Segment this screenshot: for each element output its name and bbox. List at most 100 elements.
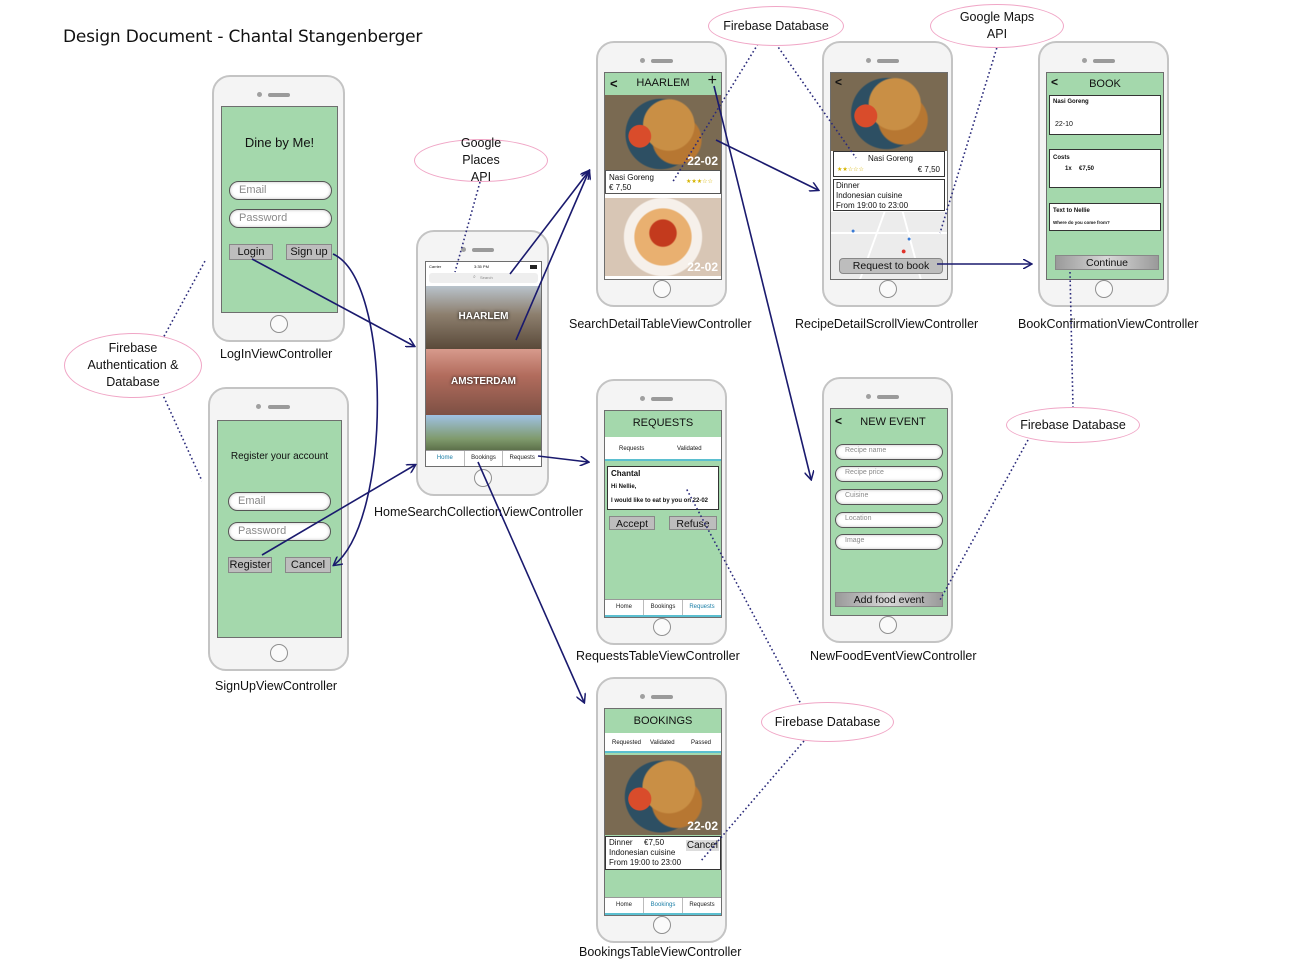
add-food-event-button[interactable]: Add food event	[835, 592, 943, 607]
new-event-screen: < NEW EVENT Recipe name Recipe price Cui…	[830, 408, 948, 616]
home-button-icon	[473, 469, 492, 487]
back-icon[interactable]: <	[835, 75, 843, 89]
home-button-icon	[269, 315, 288, 333]
dish-row[interactable]: Nasi Goreng € 7,50 ★★★☆☆	[605, 170, 721, 194]
tab-bookings[interactable]: Bookings	[644, 898, 683, 915]
password-field[interactable]: Password	[229, 209, 332, 228]
message-box[interactable]: Text to Nellie Where do you come from?	[1049, 203, 1161, 231]
email-field[interactable]: Email	[229, 181, 332, 200]
firebase-db-bottom-bubble: Firebase Database	[761, 702, 894, 742]
new-event-phone: < NEW EVENT Recipe name Recipe price Cui…	[822, 377, 953, 643]
city-card-amsterdam[interactable]: AMSTERDAM	[426, 349, 541, 415]
signup-password-field[interactable]: Password	[228, 522, 331, 541]
map-pin-icon: ●	[907, 236, 912, 243]
cuisine: Indonesian cuisine	[836, 191, 903, 200]
battery-icon	[530, 265, 537, 269]
tab-home[interactable]: Home	[605, 600, 644, 617]
food-image: 22-02	[605, 95, 721, 170]
home-button-icon	[652, 916, 671, 934]
location-field[interactable]: Location	[835, 512, 943, 528]
segment-validated[interactable]: Validated	[650, 740, 675, 746]
dish-name: Nasi Goreng	[609, 173, 654, 182]
login-controller-label: LogInViewController	[220, 347, 333, 361]
login-button[interactable]: Login	[229, 244, 273, 260]
continue-button[interactable]: Continue	[1055, 255, 1159, 270]
back-icon[interactable]: <	[1051, 75, 1059, 89]
home-button-icon	[652, 618, 671, 636]
recipe-price-field[interactable]: Recipe price	[835, 466, 943, 482]
booking-info: Dinner €7,50 Indonesian cuisine From 19:…	[605, 836, 721, 870]
home-button-icon	[878, 280, 897, 298]
book-phone: < BOOK Nasi Goreng 22-10 Costs 1x €7,50 …	[1038, 41, 1169, 307]
meal-type: Dinner	[836, 181, 860, 190]
segment-requested[interactable]: Requested	[612, 740, 642, 746]
food-image: <	[831, 73, 947, 151]
nav-title: HAARLEM	[636, 77, 690, 89]
segment-requests[interactable]: Requests	[619, 446, 645, 452]
city-card-haarlem[interactable]: HAARLEM	[426, 286, 541, 349]
dish-name: Nasi Goreng	[868, 154, 913, 163]
message-label: Text to Nellie	[1053, 208, 1090, 214]
link-firebase-auth-signup	[161, 392, 203, 482]
signup-button[interactable]: Sign up	[286, 244, 332, 260]
home-button-icon	[652, 280, 671, 298]
search-detail-phone: < HAARLEM + 22-02 Nasi Goreng € 7,50 ★★★…	[596, 41, 727, 307]
segment-validated[interactable]: Validated	[677, 446, 702, 452]
dish-box: Nasi Goreng ★★☆☆☆ € 7,50	[833, 151, 945, 177]
map-pin-icon: ●	[851, 228, 856, 235]
link-firebase-auth-login	[161, 260, 206, 341]
cancel-button[interactable]: Cancel	[285, 557, 331, 573]
meal-type: Dinner	[609, 838, 633, 847]
arrow-dish-to-recipe	[715, 139, 818, 190]
tab-home[interactable]: Home	[605, 898, 644, 915]
request-to-book-button[interactable]: Request to book	[839, 258, 943, 274]
sender-name: Chantal	[611, 469, 641, 478]
search-icon: ⌕	[473, 274, 476, 280]
segment-control: Requests Validated	[605, 437, 721, 461]
recipe-detail-controller-label: RecipeDetailScrollViewController	[795, 317, 979, 331]
tab-home[interactable]: Home	[426, 451, 465, 466]
tab-bookings[interactable]: Bookings	[465, 451, 504, 466]
request-card: Chantal Hi Nellie, I would like to eat b…	[607, 466, 719, 510]
city-card-third[interactable]	[426, 415, 541, 455]
segment-passed[interactable]: Passed	[691, 740, 712, 746]
signup-controller-label: SignUpViewController	[215, 679, 338, 693]
city-name: AMSTERDAM	[451, 376, 516, 387]
signup-phone: Register your account Email Password Reg…	[208, 387, 349, 671]
home-controller-label: HomeSearchCollectionViewController	[374, 505, 583, 519]
back-icon[interactable]: <	[610, 76, 618, 91]
book-controller-label: BookConfirmationViewController	[1018, 317, 1199, 331]
booking-cancel-button[interactable]: Cancel	[685, 840, 719, 851]
nav-title: REQUESTS	[632, 417, 694, 429]
arrow-add-to-new-event	[713, 85, 811, 479]
refuse-button[interactable]: Refuse	[669, 516, 717, 530]
date-label: 22-02	[687, 819, 718, 833]
login-phone: Dine by Me! Email Password Login Sign up	[212, 75, 345, 342]
search-bar[interactable]: ⌕ Search	[429, 273, 538, 283]
add-icon[interactable]: +	[707, 72, 717, 89]
recipe-name-field[interactable]: Recipe name	[835, 444, 943, 460]
back-icon[interactable]: <	[835, 414, 843, 428]
greeting: Hi Nellie,	[611, 484, 637, 490]
register-button[interactable]: Register	[228, 557, 272, 573]
tab-requests[interactable]: Requests	[509, 455, 535, 461]
login-screen: Dine by Me! Email Password Login Sign up	[221, 106, 338, 313]
tab-bar: Home Bookings Requests	[605, 897, 721, 915]
image-field[interactable]: Image	[835, 534, 943, 550]
segment-control: Requested Validated Passed	[605, 733, 721, 753]
message-placeholder: Where do you come from?	[1053, 220, 1110, 225]
accept-button[interactable]: Accept	[609, 516, 655, 530]
home-phone: Carrier 3:35 PM ⌕ Search HAARLEM AMSTERD…	[416, 230, 549, 496]
tab-bookings[interactable]: Bookings	[644, 600, 683, 617]
cuisine: Indonesian cuisine	[609, 848, 676, 857]
status-time: 3:35 PM	[474, 264, 489, 269]
cuisine-field[interactable]: Cuisine	[835, 489, 943, 505]
tab-requests[interactable]: Requests	[689, 902, 715, 908]
signup-email-field[interactable]: Email	[228, 492, 331, 511]
costs-box: Costs 1x €7,50	[1049, 149, 1161, 188]
signup-heading: Register your account	[230, 451, 329, 462]
google-places-bubble: Google Places API	[414, 136, 548, 184]
signup-screen: Register your account Email Password Reg…	[217, 420, 342, 638]
bookings-controller-label: BookingsTableViewController	[579, 945, 742, 959]
date-label: 22-02	[687, 154, 718, 168]
